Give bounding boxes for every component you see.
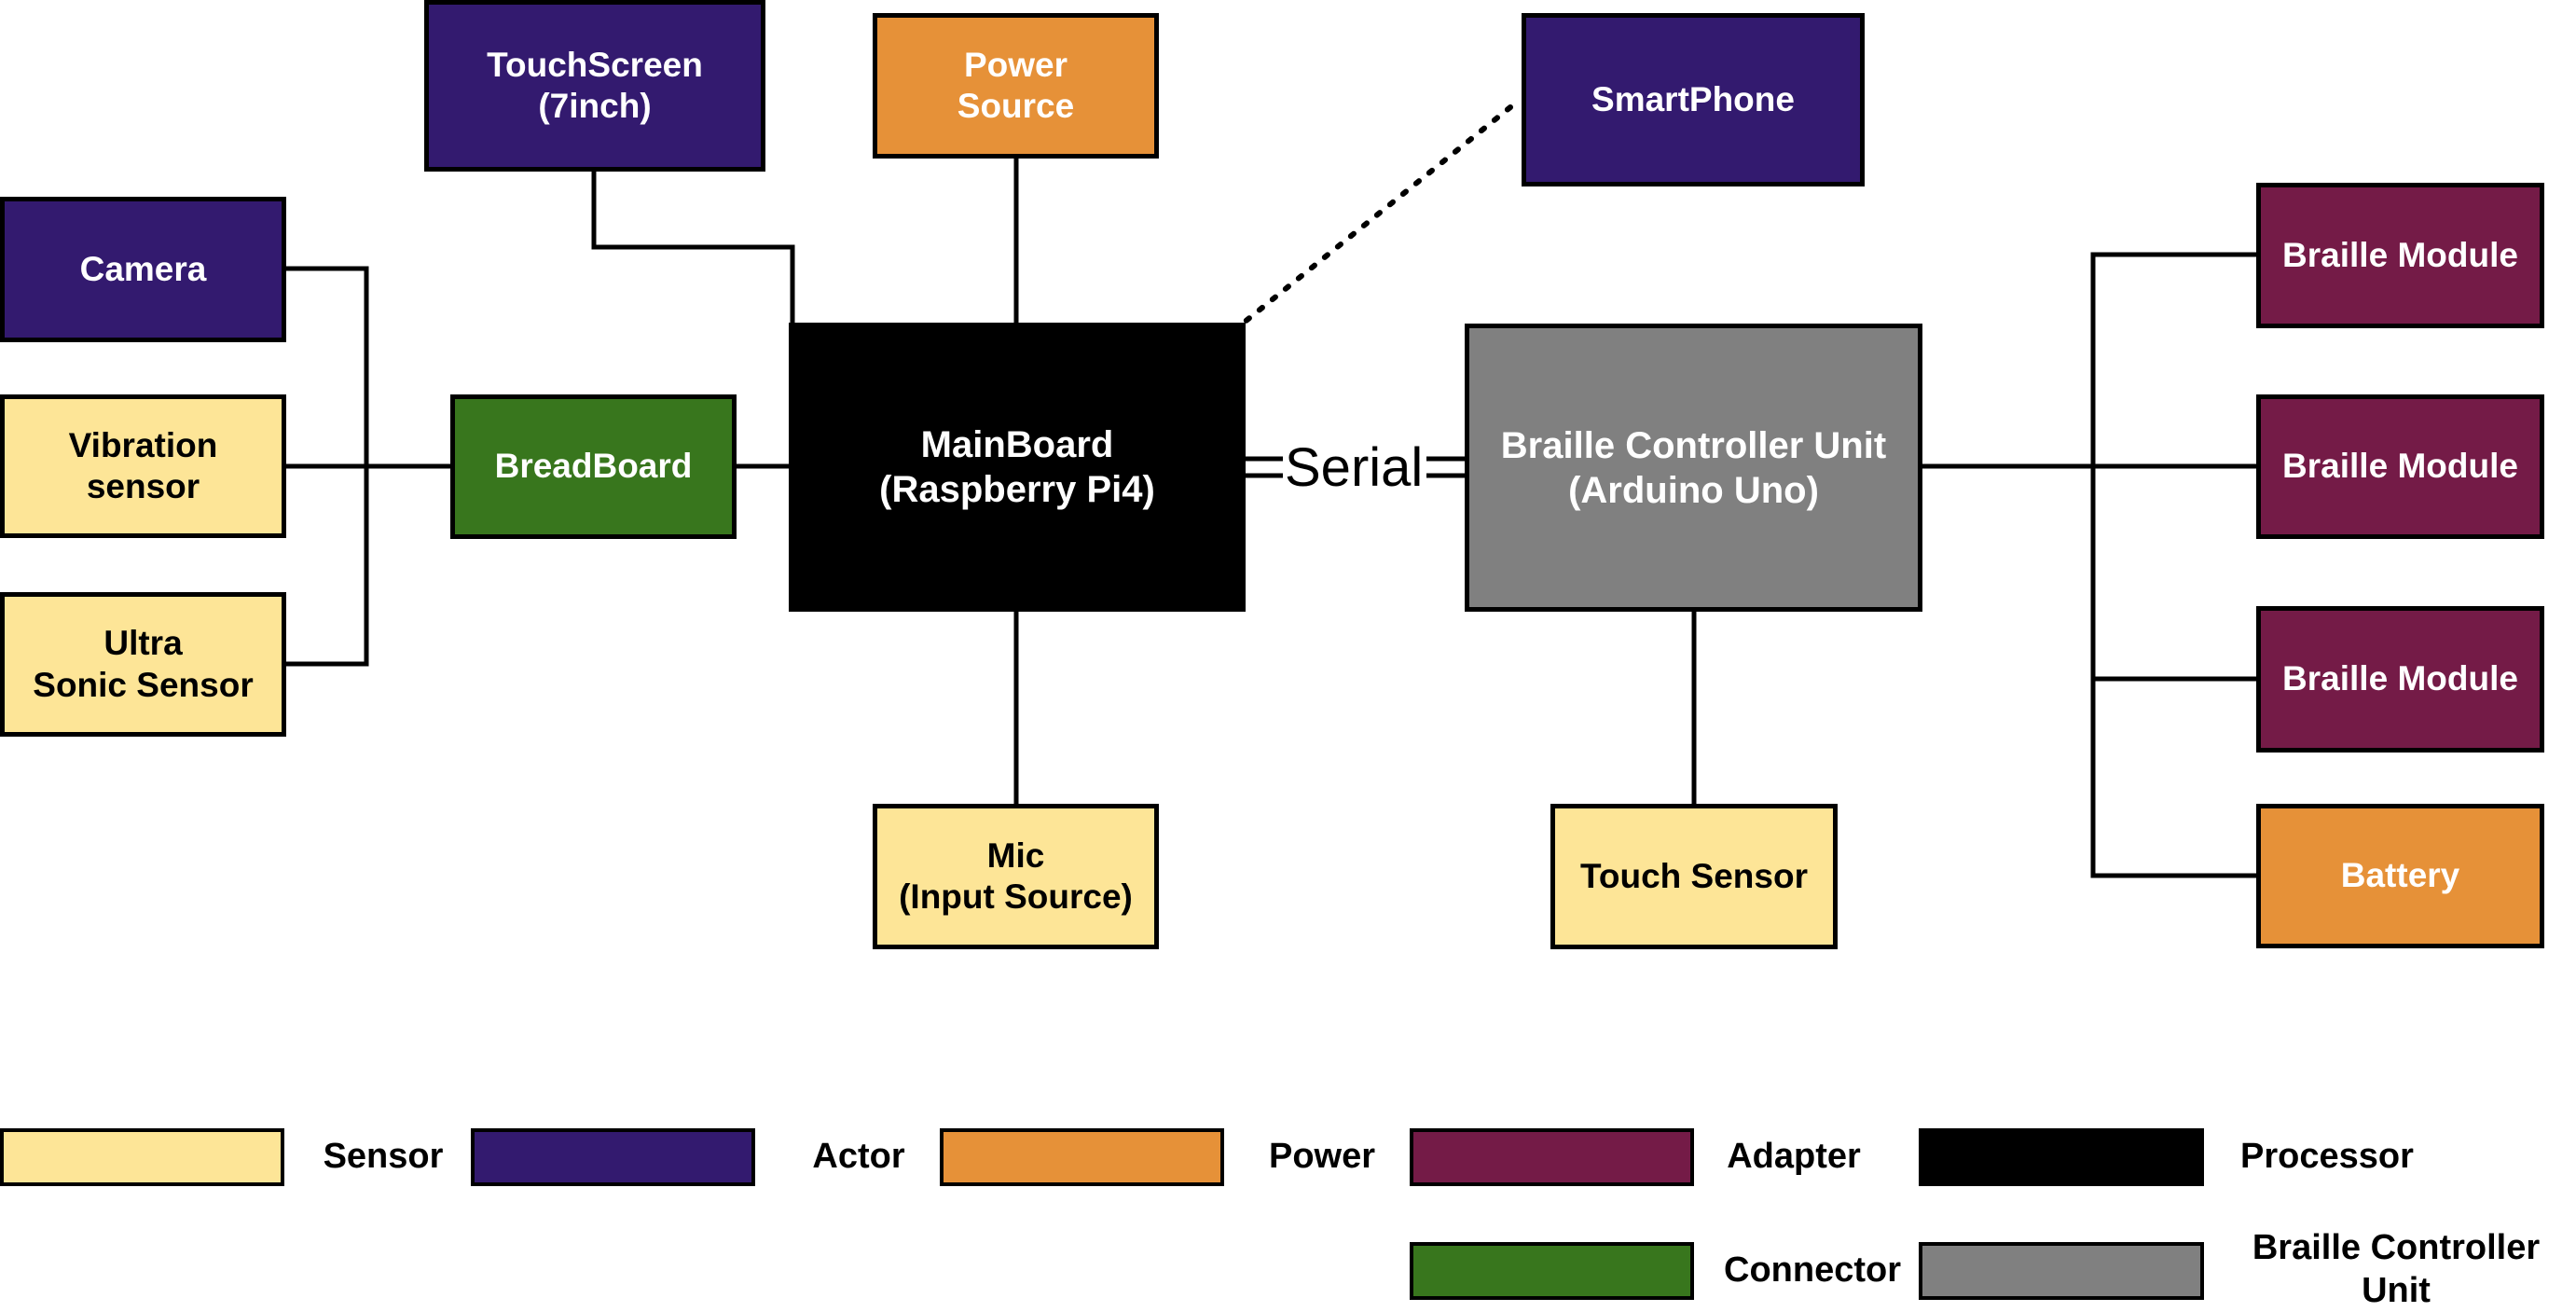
- legend-swatch-actor: [471, 1128, 755, 1186]
- node-label-line: Braille Module: [2282, 447, 2518, 486]
- node-label-line: TouchScreen: [487, 45, 703, 84]
- node-label-line: BreadBoard: [494, 447, 693, 486]
- node-label-line: Braille Controller Unit: [1500, 424, 1887, 466]
- braille-module-1-box: Braille Module: [2256, 183, 2544, 328]
- legend-label-controller: Braille Controller Unit: [2252, 1228, 2541, 1310]
- node-label-line: sensor: [86, 467, 200, 505]
- braille-module-2-box: Braille Module: [2256, 394, 2544, 539]
- node-label-line: Vibration: [68, 425, 218, 464]
- legend-label-power: Power: [1268, 1137, 1376, 1176]
- camera-box: Camera: [0, 197, 286, 342]
- touch-sensor-box: Touch Sensor: [1550, 804, 1838, 949]
- node-label-line: (Raspberry Pi4): [879, 469, 1155, 510]
- node-label-line: MainBoard: [920, 424, 1114, 465]
- node-label-line: Battery: [2340, 856, 2460, 895]
- legend-swatch-processor: [1919, 1128, 2204, 1186]
- node-label-line: Touch Sensor: [1580, 856, 1808, 895]
- wire-braille-bus: [2090, 252, 2256, 878]
- node-label-line: SmartPhone: [1591, 79, 1795, 118]
- wire-touchscreen-mainboard: [591, 172, 795, 326]
- legend-label-actor: Actor: [812, 1137, 905, 1176]
- legend-label-adapter: Adapter: [1727, 1137, 1861, 1176]
- node-label-line: Mic: [986, 836, 1045, 875]
- legend-swatch-sensor: [0, 1128, 284, 1186]
- node-label-line: (7inch): [538, 87, 652, 125]
- breadboard-box: BreadBoard: [450, 394, 737, 539]
- node-label-line: (Input Source): [899, 877, 1133, 916]
- node-label-line: Power: [963, 45, 1068, 84]
- node-label-line: Ultra: [103, 624, 183, 663]
- node-label-line: Braille Module: [2282, 235, 2518, 274]
- node-label-line: Camera: [79, 249, 207, 288]
- braille-module-3-box: Braille Module: [2256, 606, 2544, 753]
- legend-label-connector: Connector: [1724, 1250, 1901, 1290]
- legend-swatch-connector: [1410, 1242, 1694, 1300]
- legend-swatch-adapter: [1410, 1128, 1694, 1186]
- mainboard-box: MainBoard(Raspberry Pi4): [789, 323, 1246, 612]
- battery-box: Battery: [2256, 804, 2544, 948]
- node-label-line: (Arduino Uno): [1568, 469, 1819, 511]
- legend-swatch-controller: [1919, 1242, 2204, 1300]
- node-label-line: Braille Module: [2282, 659, 2518, 698]
- node-label-line: Source: [957, 87, 1075, 125]
- node-label-line: Sonic Sensor: [33, 665, 254, 704]
- legend-swatch-power: [940, 1128, 1224, 1186]
- legend-label-sensor: Sensor: [323, 1137, 444, 1176]
- smartphone-box: SmartPhone: [1522, 13, 1865, 186]
- legend-label-processor: Processor: [2240, 1137, 2414, 1176]
- wire-smartphone-mainboard: [1241, 104, 1513, 325]
- mic-box: Mic(Input Source): [873, 804, 1159, 949]
- serial-link-label: Serial: [1283, 437, 1426, 498]
- braille-controller-box: Braille Controller Unit(Arduino Uno): [1465, 324, 1922, 612]
- touchscreen-box: TouchScreen(7inch): [424, 0, 765, 172]
